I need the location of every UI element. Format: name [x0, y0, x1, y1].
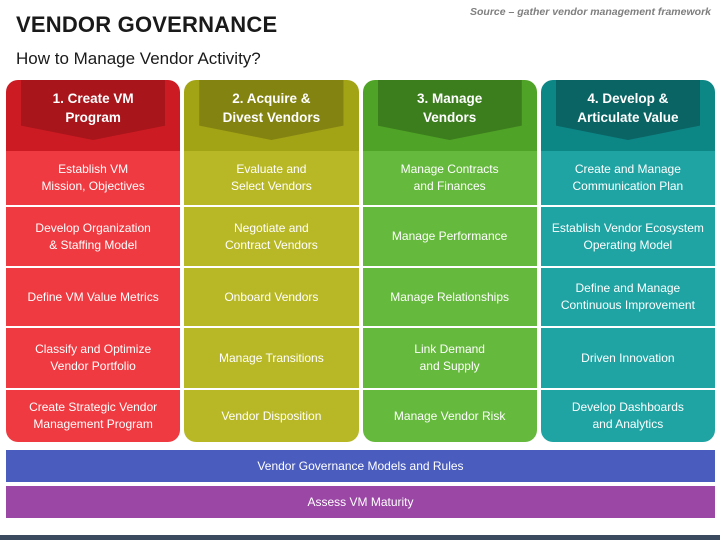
source-note: Source – gather vendor management framew… — [470, 6, 711, 18]
phase-4-item-5: Develop Dashboards and Analytics — [540, 390, 715, 442]
phase-chevron-3: 3. Manage Vendors — [377, 80, 522, 140]
phase-3-item-5: Manage Vendor Risk — [362, 390, 537, 442]
phase-1-item-5: Create Strategic Vendor Management Progr… — [6, 390, 181, 442]
phase-3-item-1: Manage Contracts and Finances — [362, 151, 537, 205]
page-subtitle: How to Manage Vendor Activity? — [16, 49, 261, 68]
phase-2-item-5: Vendor Disposition — [184, 390, 359, 442]
phase-header-2: 2. Acquire & Divest Vendors — [184, 80, 359, 151]
phase-column-2: 2. Acquire & Divest Vendors Evaluate and… — [184, 80, 359, 444]
vm-maturity-bar: Assess VM Maturity — [6, 486, 715, 518]
phase-1-item-3: Define VM Value Metrics — [6, 268, 181, 326]
phase-heading-3: 3. Manage Vendors — [416, 91, 483, 125]
phase-chevron-1: 1. Create VM Program — [21, 80, 166, 140]
phase-2-item-3: Onboard Vendors — [184, 268, 359, 326]
phase-column-3: 3. Manage Vendors Manage Contracts and F… — [362, 80, 537, 444]
phase-header-4: 4. Develop & Articulate Value — [540, 80, 715, 151]
page-title: VENDOR GOVERNANCE — [16, 12, 278, 37]
phase-4-item-3: Define and Manage Continuous Improvement — [540, 268, 715, 326]
governance-models-bar: Vendor Governance Models and Rules — [6, 450, 715, 482]
phase-1-item-4: Classify and Optimize Vendor Portfolio — [6, 328, 181, 388]
phase-2-item-1: Evaluate and Select Vendors — [184, 151, 359, 205]
phase-heading-2: 2. Acquire & Divest Vendors — [222, 91, 321, 125]
phase-items-2: Evaluate and Select Vendors Negotiate an… — [184, 151, 359, 444]
phase-3-item-3: Manage Relationships — [362, 268, 537, 326]
phase-heading-4: 4. Develop & Articulate Value — [577, 91, 679, 125]
phase-columns: 1. Create VM Program Establish VM Missio… — [6, 80, 715, 444]
phase-chevron-4: 4. Develop & Articulate Value — [555, 80, 700, 140]
phase-1-item-1: Establish VM Mission, Objectives — [6, 151, 181, 205]
phase-heading-1: 1. Create VM Program — [52, 91, 134, 125]
phase-4-item-2: Establish Vendor Ecosystem Operating Mod… — [540, 207, 715, 266]
phase-items-4: Create and Manage Communication Plan Est… — [540, 151, 715, 444]
phase-header-1: 1. Create VM Program — [6, 80, 181, 151]
bottom-stripe — [0, 535, 720, 540]
phase-items-1: Establish VM Mission, Objectives Develop… — [6, 151, 181, 444]
phase-4-item-1: Create and Manage Communication Plan — [540, 151, 715, 205]
phase-items-3: Manage Contracts and Finances Manage Per… — [362, 151, 537, 444]
phase-1-item-2: Develop Organization & Staffing Model — [6, 207, 181, 266]
phase-header-3: 3. Manage Vendors — [362, 80, 537, 151]
phase-2-item-2: Negotiate and Contract Vendors — [184, 207, 359, 266]
phase-3-item-4: Link Demand and Supply — [362, 328, 537, 388]
phase-column-4: 4. Develop & Articulate Value Create and… — [540, 80, 715, 444]
phase-chevron-2: 2. Acquire & Divest Vendors — [199, 80, 344, 140]
phase-column-1: 1. Create VM Program Establish VM Missio… — [6, 80, 181, 444]
phase-4-item-4: Driven Innovation — [540, 328, 715, 388]
phase-3-item-2: Manage Performance — [362, 207, 537, 266]
phase-2-item-4: Manage Transitions — [184, 328, 359, 388]
